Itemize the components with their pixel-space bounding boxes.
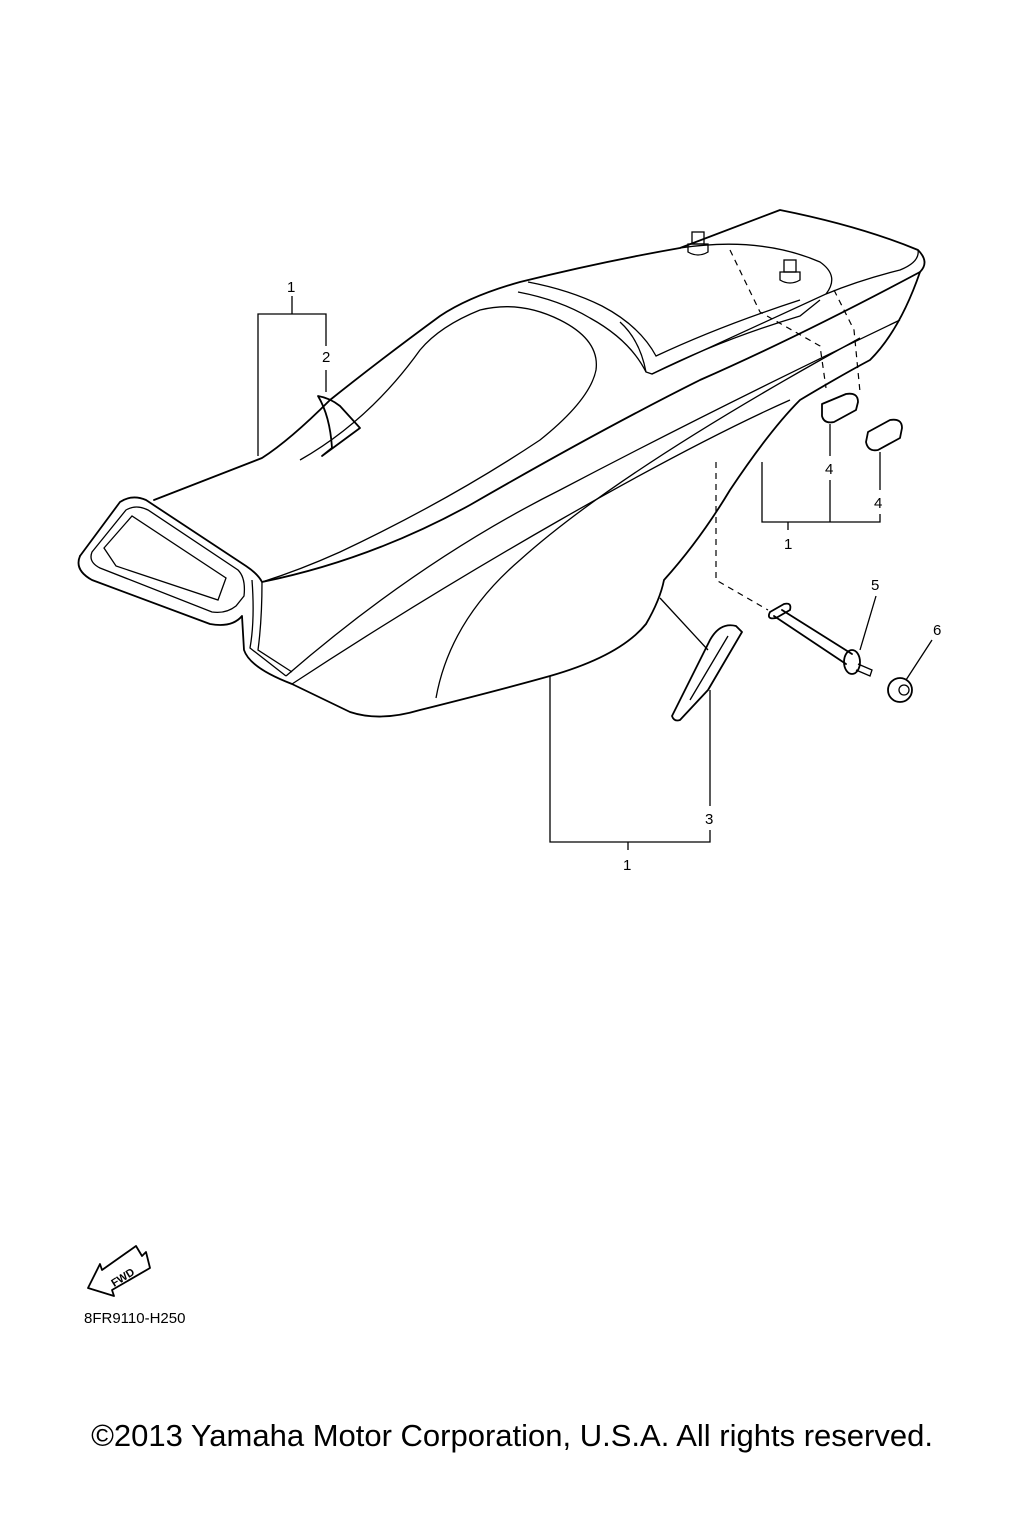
callout-4b: 4 xyxy=(874,495,882,512)
seat-assembly xyxy=(77,209,926,718)
fwd-arrow-icon: FWD xyxy=(87,1245,151,1297)
band-part-3 xyxy=(671,624,743,722)
fwd-label: FWD xyxy=(109,1266,137,1289)
callout-6: 6 xyxy=(933,622,941,639)
bolt-part-5 xyxy=(767,602,873,677)
seat-knob-left xyxy=(687,231,709,256)
damper-part-4a xyxy=(821,392,859,424)
leader-lines xyxy=(257,296,933,850)
callout-2: 2 xyxy=(322,349,330,366)
callout-4a: 4 xyxy=(825,461,833,478)
callout-1-top: 1 xyxy=(287,279,295,296)
nut-part-6 xyxy=(887,677,913,703)
callout-1-bottom: 1 xyxy=(623,857,631,874)
seat-knob-right xyxy=(779,259,801,284)
callout-1-right: 1 xyxy=(784,536,792,553)
damper-part-4b xyxy=(865,418,903,452)
callout-3: 3 xyxy=(705,811,713,828)
label-part-2 xyxy=(317,395,361,457)
copyright-notice: ©2013 Yamaha Motor Corporation, U.S.A. A… xyxy=(91,1418,933,1453)
callout-5: 5 xyxy=(871,577,879,594)
part-code: 8FR9110-H250 xyxy=(84,1310,186,1327)
